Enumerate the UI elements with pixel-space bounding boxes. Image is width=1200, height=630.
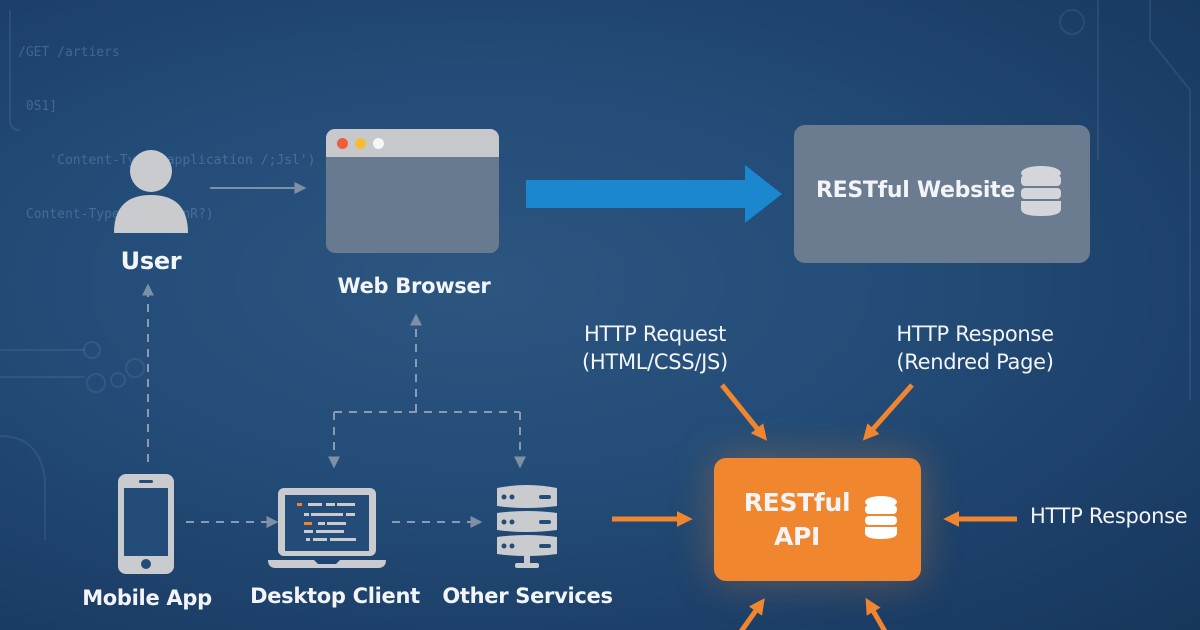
node-restful-website: RESTful Website bbox=[794, 125, 1090, 263]
mobile-app-label: Mobile App bbox=[82, 586, 212, 610]
http-request-detail: (HTML/CSS/JS) bbox=[582, 350, 728, 374]
restful-api-label: RESTful API bbox=[742, 486, 852, 554]
database-icon bbox=[1021, 166, 1061, 216]
close-dot bbox=[337, 138, 348, 149]
http-response-detail: (Rendred Page) bbox=[896, 350, 1054, 374]
code-line: 0S1] bbox=[18, 99, 58, 114]
http-request-label: HTTP Request (HTML/CSS/JS) bbox=[560, 320, 750, 376]
arrow-bottom-left-api bbox=[739, 598, 765, 630]
restful-api-line1: RESTful bbox=[743, 488, 851, 517]
browser-title-bar bbox=[326, 129, 499, 157]
code-line: /GET /artiers bbox=[18, 45, 120, 60]
arrow-browser-to-website bbox=[526, 165, 782, 223]
user-icon bbox=[114, 150, 188, 233]
user-label: User bbox=[120, 247, 182, 275]
node-restful-api: RESTful API bbox=[714, 458, 921, 581]
http-response-label: HTTP Response (Rendred Page) bbox=[880, 320, 1070, 376]
server-stack-icon bbox=[497, 485, 557, 568]
restful-website-label: RESTful Website bbox=[816, 178, 1015, 203]
browser-window-icon bbox=[326, 129, 499, 253]
smartphone-icon bbox=[118, 474, 174, 574]
maximize-dot bbox=[373, 138, 384, 149]
http-response-title: HTTP Response bbox=[896, 322, 1054, 346]
restful-api-line2: API bbox=[773, 522, 821, 551]
arrow-request-api bbox=[720, 383, 768, 441]
http-request-title: HTTP Request bbox=[583, 322, 727, 346]
minimize-dot bbox=[355, 138, 366, 149]
node-user bbox=[106, 148, 196, 240]
arrow-bottom-right-api bbox=[865, 597, 888, 630]
http-response-right-label: HTTP Response bbox=[1030, 504, 1188, 528]
web-browser-label: Web Browser bbox=[337, 274, 491, 298]
laptop-icon bbox=[268, 488, 386, 568]
arrow-response-api bbox=[862, 383, 914, 441]
other-services-label: Other Services bbox=[442, 584, 613, 608]
database-icon bbox=[865, 496, 897, 539]
desktop-client-label: Desktop Client bbox=[250, 584, 420, 608]
